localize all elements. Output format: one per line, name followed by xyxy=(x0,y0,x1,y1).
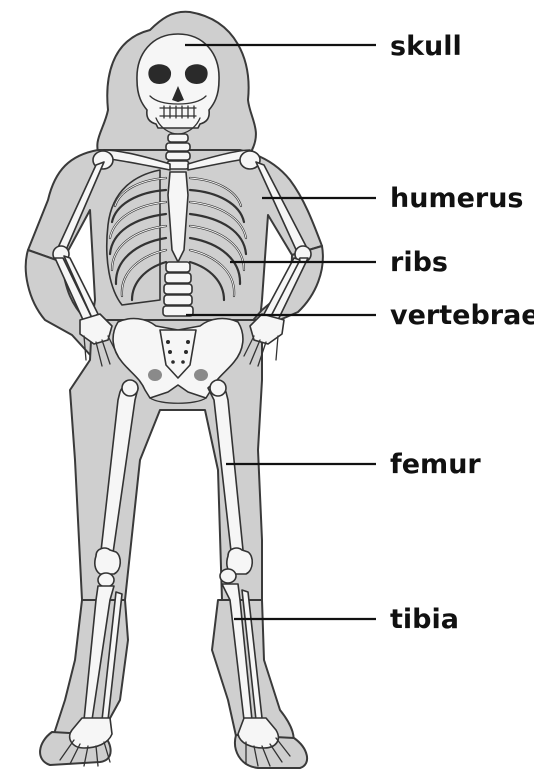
femur-label: femur xyxy=(390,449,481,480)
vertebrae-label: vertebrae xyxy=(390,300,534,331)
tibia-label: tibia xyxy=(390,604,459,635)
label-femur: femur xyxy=(226,449,481,480)
skull-bone xyxy=(137,34,219,134)
ribs-label: ribs xyxy=(390,247,448,278)
vertebrae-bone xyxy=(163,262,193,316)
humerus-label: humerus xyxy=(390,183,524,214)
label-tibia: tibia xyxy=(234,604,459,635)
skull-label: skull xyxy=(390,31,462,62)
